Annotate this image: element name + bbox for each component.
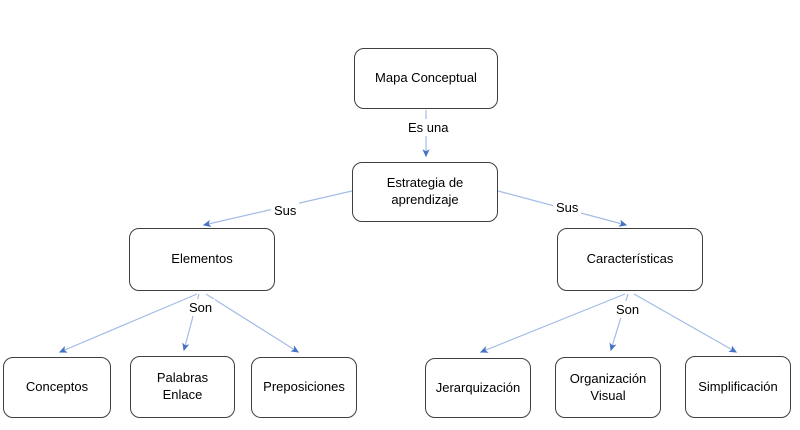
edge-label-sus-right: Sus — [553, 199, 582, 216]
node-elementos: Elementos — [129, 228, 275, 291]
connector-caracteristicas-to-jerarquizacion — [479, 293, 626, 353]
node-jerarquizacion: Jerarquización — [425, 358, 531, 418]
connectors-group — [58, 110, 738, 353]
node-mapa-conceptual: Mapa Conceptual — [354, 48, 498, 109]
node-conceptos: Conceptos — [3, 357, 111, 418]
edge-label-son-left: Son — [186, 299, 216, 316]
node-simplificacion: Simplificación — [685, 356, 791, 418]
node-estrategia-de-aprendizaje: Estrategia de aprendizaje — [352, 162, 498, 222]
edge-label-es-una: Es una — [405, 119, 452, 136]
connector-elementos-to-preposiciones — [205, 293, 300, 353]
edge-label-son-right: Son — [613, 301, 643, 318]
edge-label-sus-left: Sus — [271, 202, 300, 219]
connector-caracteristicas-to-simplificacion — [633, 293, 738, 353]
node-palabras-enlace: Palabras Enlace — [130, 356, 235, 418]
node-preposiciones: Preposiciones — [251, 357, 357, 418]
node-caracteristicas: Características — [557, 228, 703, 291]
connector-elementos-to-conceptos — [58, 293, 198, 353]
node-organizacion-visual: Organización Visual — [555, 357, 661, 418]
